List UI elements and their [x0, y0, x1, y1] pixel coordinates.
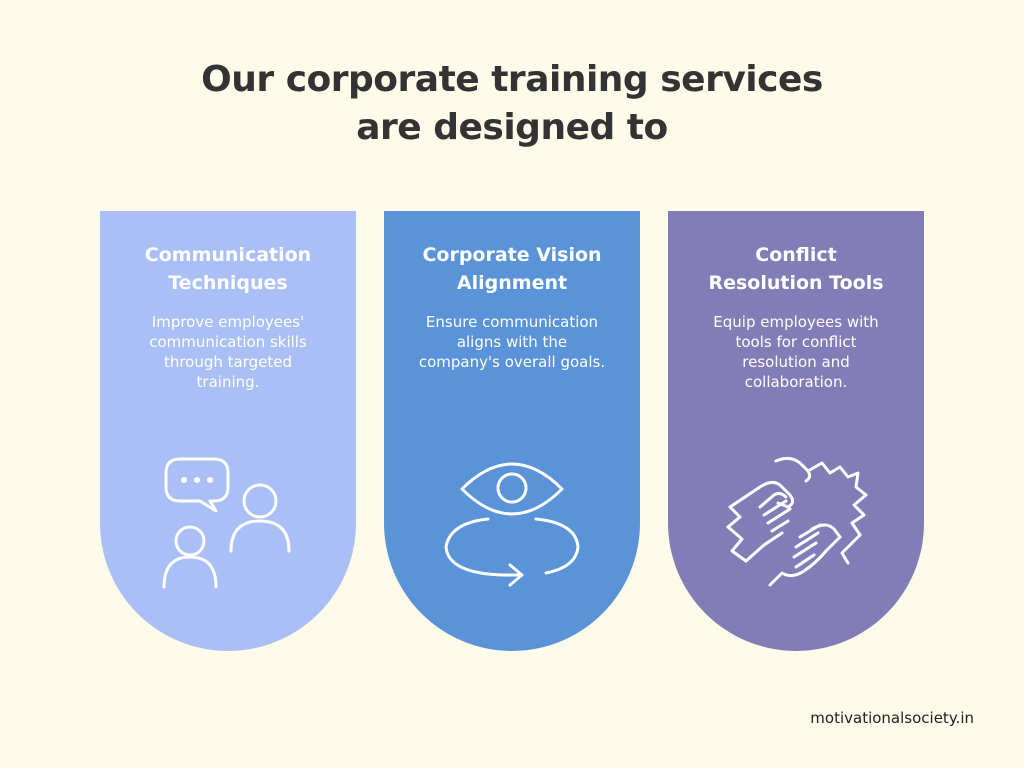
- card-description: Improve employees' communication skills …: [149, 313, 307, 391]
- title-line-1: Our corporate training services: [201, 59, 823, 100]
- footer-site-name: motivationalsociety.in: [810, 709, 974, 727]
- page-title: Our corporate training services are desi…: [0, 56, 1024, 152]
- eye-cycle-icon: [444, 462, 580, 587]
- handshake-puzzle-icon: [726, 456, 868, 587]
- services-cards: Communication Techniques Improve employe…: [0, 211, 1024, 651]
- card-description: Equip employees with tools for conflict …: [713, 313, 879, 391]
- title-line-2: are designed to: [356, 107, 668, 148]
- card-corporate-vision-alignment: Corporate Vision Alignment Ensure commun…: [384, 211, 640, 651]
- speech-bubble-people-icon: [162, 457, 291, 589]
- card-title: Communication Techniques: [144, 244, 312, 294]
- card-title: Conflict Resolution Tools: [708, 244, 884, 294]
- card-title: Corporate Vision Alignment: [422, 244, 602, 294]
- card-communication-techniques: Communication Techniques Improve employe…: [100, 211, 356, 651]
- card-conflict-resolution-tools: Conflict Resolution Tools Equip employee…: [668, 211, 924, 651]
- card-description: Ensure communication aligns with the com…: [418, 313, 606, 371]
